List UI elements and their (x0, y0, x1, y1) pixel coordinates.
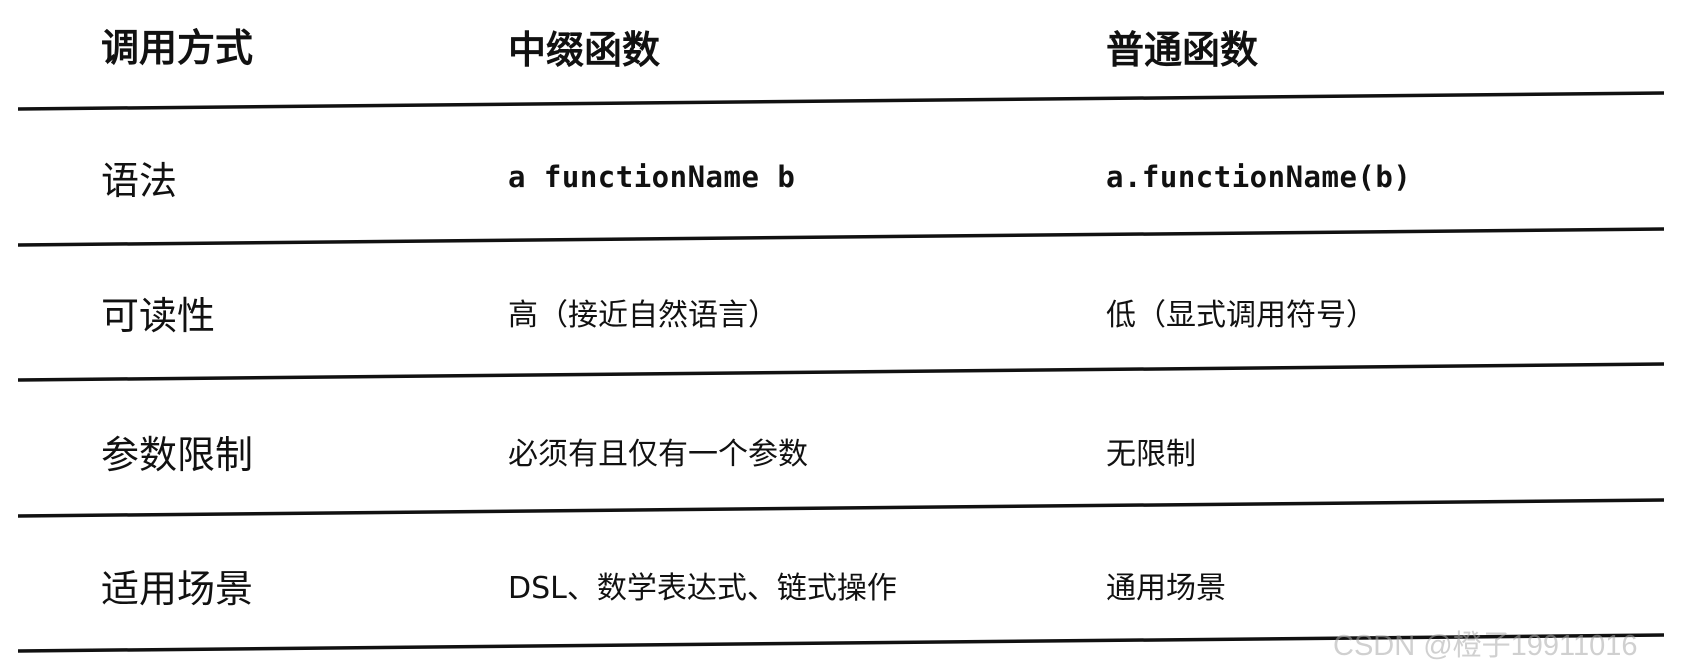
table-header-row: 调用方式 中缀函数 普通函数 (0, 4, 1683, 84)
normal-syntax: a.functionName(b) (1106, 160, 1412, 194)
row-divider (17, 362, 1665, 382)
infix-readability: 高（接近自然语言） (508, 298, 778, 333)
row-label-use-cases: 适用场景 (101, 566, 254, 611)
table-row: 语法 a functionName b a.functionName(b) (0, 137, 1683, 217)
row-label-parameter-limit: 参数限制 (101, 432, 254, 477)
header-divider (17, 91, 1665, 111)
normal-use-cases: 通用场景 (1106, 571, 1226, 606)
row-divider (17, 227, 1665, 247)
header-infix-function: 中缀函数 (508, 27, 661, 72)
row-label-syntax: 语法 (101, 158, 178, 203)
normal-readability: 低（显式调用符号） (1106, 298, 1376, 333)
table-row: 适用场景 DSL、数学表达式、链式操作 通用场景 (0, 545, 1683, 625)
infix-parameter-limit: 必须有且仅有一个参数 (508, 437, 808, 472)
normal-parameter-limit: 无限制 (1106, 437, 1196, 472)
header-call-method: 调用方式 (101, 25, 254, 70)
infix-use-cases: DSL、数学表达式、链式操作 (508, 571, 897, 606)
table-row: 可读性 高（接近自然语言） 低（显式调用符号） (0, 272, 1683, 352)
infix-syntax: a functionName b (508, 160, 796, 194)
csdn-watermark: CSDN @橙子19911016 (1333, 630, 1638, 662)
row-label-readability: 可读性 (101, 293, 216, 338)
table-row: 参数限制 必须有且仅有一个参数 无限制 (0, 411, 1683, 491)
header-normal-function: 普通函数 (1106, 27, 1259, 72)
row-divider (17, 498, 1665, 518)
bottom-rule (17, 633, 1665, 653)
